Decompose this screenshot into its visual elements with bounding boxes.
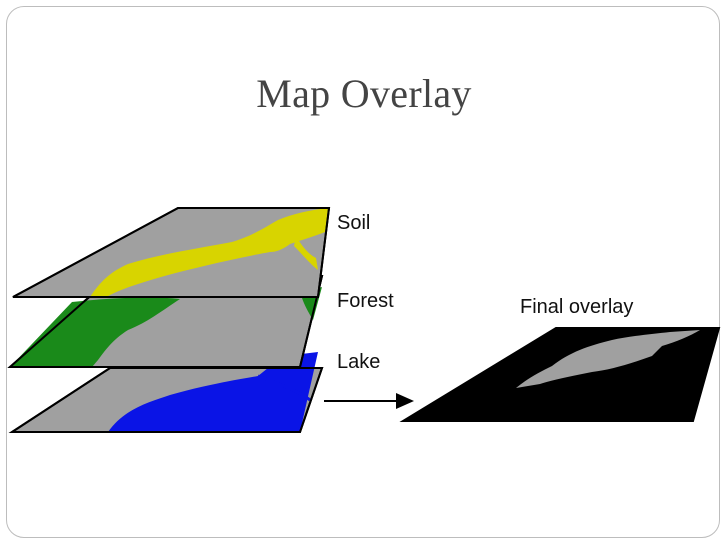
final-overlay-label: Final overlay: [520, 296, 634, 318]
soil-layer: [12, 207, 331, 298]
soil-branch: [294, 236, 318, 270]
lake-layer-label: Lake: [337, 351, 381, 373]
forest-layer-label: Forest: [337, 290, 394, 312]
slide-title: Map Overlay: [256, 71, 472, 116]
overlay-arrow: [324, 393, 414, 409]
forest-area-left: [10, 297, 180, 367]
final-overlay-highlight: [516, 330, 700, 388]
lake-water-area: [108, 352, 318, 432]
final-overlay-map: [399, 327, 721, 422]
soil-layer-label: Soil: [337, 212, 371, 234]
soil-band: [90, 208, 328, 297]
